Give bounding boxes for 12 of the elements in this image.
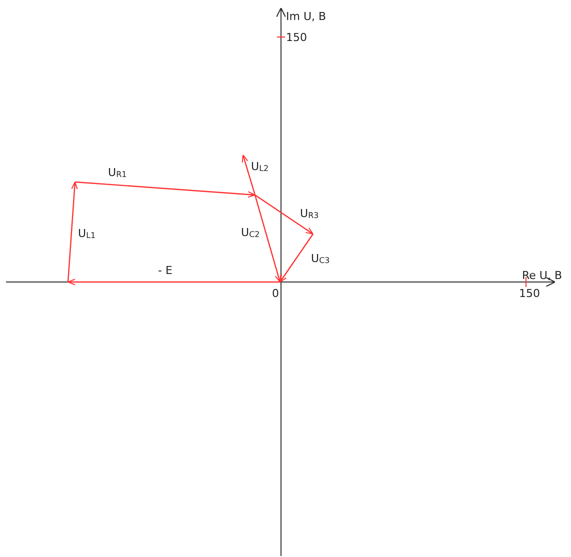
tick-label: 150 xyxy=(519,287,540,300)
vector-label: U$_{L2}$ xyxy=(251,160,269,175)
origin-label: 0 xyxy=(272,287,279,300)
vector-label: - E xyxy=(158,264,172,277)
vector-label: U$_{R3}$ xyxy=(300,207,319,222)
vector-label: U$_{R1}$ xyxy=(108,166,127,181)
vector-label: U$_{C3}$ xyxy=(311,252,330,267)
vector-label: U$_{L1}$ xyxy=(78,227,96,242)
vector-label: U$_{C2}$ xyxy=(241,226,260,241)
tick-label: 150 xyxy=(286,31,307,44)
axis-label: Im U, B xyxy=(286,10,326,23)
axis-label: Re U, B xyxy=(522,269,562,282)
